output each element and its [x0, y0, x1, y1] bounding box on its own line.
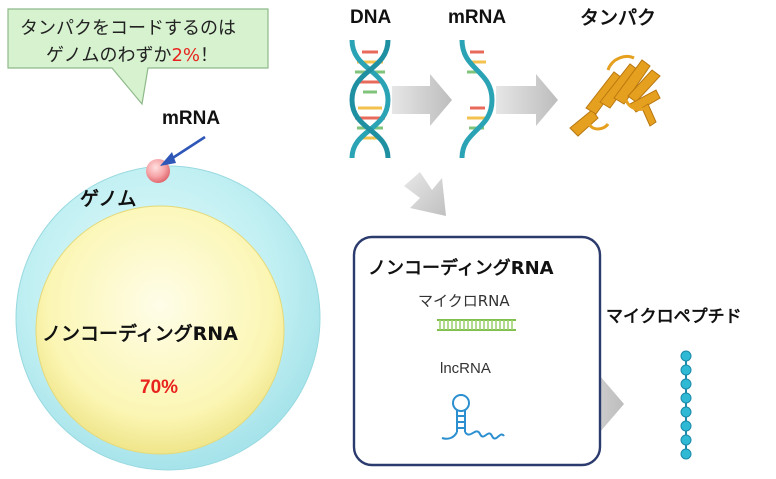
lncrna-icon: [441, 394, 505, 440]
micropeptide-chain-icon: [680, 350, 692, 460]
callout-line2-suffix: ！: [200, 45, 219, 66]
noncoding-percent: 70%: [140, 377, 179, 398]
callout-line2-prefix: ゲノムのわずか: [46, 45, 172, 66]
mrna-strand-icon: [459, 39, 495, 159]
genome-diagram: [7, 8, 321, 471]
dna-label: DNA: [350, 7, 392, 28]
noncoding-label-left: ノンコーディングRNA: [42, 323, 238, 345]
callout-line1: タンパクをコードするのは: [20, 18, 236, 39]
microrna-label: マイクロRNA: [418, 292, 510, 310]
protein-ribbon-icon: [569, 55, 661, 137]
dna-helix-icon: [349, 39, 391, 159]
micropeptide-label: マイクロペプチド: [606, 307, 742, 327]
callout-highlight-percent: 2%: [171, 45, 201, 66]
genome-label: ゲノム: [80, 188, 137, 210]
callout-bubble: [7, 8, 269, 106]
arrow-mrna-to-protein: [496, 74, 558, 126]
mrna-label-flow: mRNA: [448, 7, 507, 28]
mrna-pointer-arrow: [160, 135, 206, 166]
protein-label: タンパク: [580, 7, 657, 29]
mrna-label-left: mRNA: [162, 108, 221, 129]
arrow-dna-to-mrna: [392, 74, 452, 126]
callout-line2: ゲノムのわずか2%！: [46, 41, 218, 67]
noncoding-box-title: ノンコーディングRNA: [368, 258, 554, 279]
noncoding-box: [352, 235, 602, 467]
microrna-icon: [437, 319, 516, 331]
lncrna-label: lncRNA: [440, 360, 491, 377]
arrow-dna-to-noncoding: [404, 172, 446, 216]
flow-diagram: [349, 39, 692, 467]
noncoding-circle: [35, 205, 285, 455]
